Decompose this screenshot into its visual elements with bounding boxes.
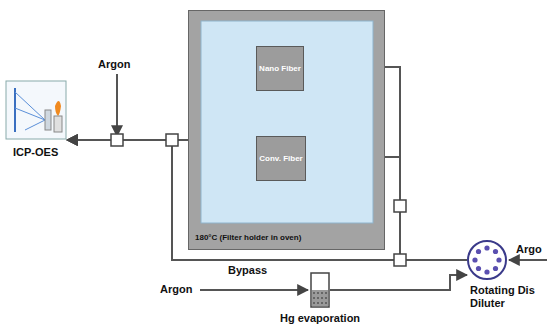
gas-label: Argon bbox=[98, 58, 130, 70]
argon-feed bbox=[509, 259, 547, 261]
spectrometer-box: ICP-OES bbox=[5, 80, 67, 140]
evaporation-vessel: Hg evaporation bbox=[310, 272, 330, 308]
filter-label: Conv. Fiber bbox=[259, 154, 302, 164]
shape-outline bbox=[310, 272, 330, 308]
flow-line bbox=[330, 275, 467, 290]
diluter-label: Rotating Dis Diluter bbox=[470, 284, 546, 310]
filter-holder: Conv. Fiber bbox=[256, 136, 306, 181]
filter-holder: Nano Fiber bbox=[256, 46, 304, 91]
oven-caption: 180°C (Filter holder in oven) bbox=[195, 233, 301, 242]
gas-label: Argon bbox=[160, 283, 192, 295]
gas-label: Argo bbox=[516, 243, 542, 255]
rotating-disc: Rotating Dis Diluter bbox=[467, 240, 507, 280]
oven-housing: 180°C (Filter holder in oven) Nano FiberC… bbox=[188, 10, 385, 250]
argon-feed bbox=[116, 74, 118, 136]
argon-feed bbox=[200, 289, 308, 291]
vessel-label: Hg evaporation bbox=[280, 312, 360, 324]
edge-label: Bypass bbox=[226, 264, 269, 276]
instrument-label: ICP-OES bbox=[13, 146, 58, 158]
shape-outline bbox=[467, 240, 507, 280]
shape-outline bbox=[5, 80, 67, 140]
filter-label: Nano Fiber bbox=[259, 64, 301, 74]
